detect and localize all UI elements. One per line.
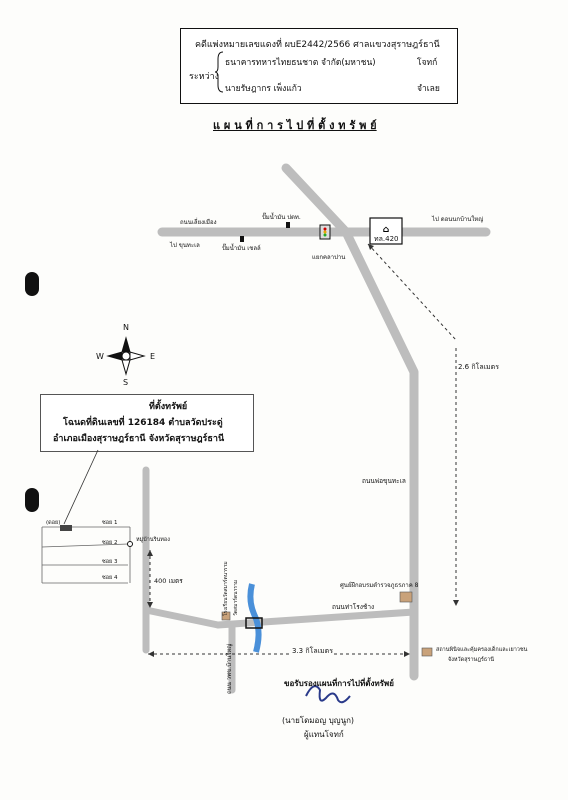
dist-2-6-line xyxy=(367,243,457,341)
compass-n: N xyxy=(123,323,129,332)
between-brace xyxy=(215,51,224,93)
property-parcel xyxy=(60,525,72,531)
river xyxy=(247,583,262,653)
label-soi-3: ซอย 3 xyxy=(102,559,118,565)
property-location-box: ที่ตั้งทรัพย์ โฉนดที่ดินเลขที่ 126184 ตำ… xyxy=(40,394,254,452)
label-museum-2: จังหวัดสุราษฎร์ธานี xyxy=(448,657,495,663)
property-title: ที่ตั้งทรัพย์ xyxy=(149,402,188,412)
label-soi-4: ซอย 4 xyxy=(102,575,118,581)
label-gas-ptt: ปั๊มน้ำมัน ปตท. xyxy=(262,214,301,221)
highway-sign xyxy=(369,217,403,245)
road-highway-420 xyxy=(281,163,419,681)
museum-icon xyxy=(421,647,433,657)
label-highway: ทล.420 xyxy=(374,235,399,243)
gas-shell-icon xyxy=(240,236,244,242)
label-road-south: ถนน วพข.บ้านใหญ่ xyxy=(226,643,233,694)
label-gas-shell: ปั๊มน้ำมัน เชลล์ xyxy=(222,245,261,252)
village-marker xyxy=(127,541,133,547)
label-distance-2-6: 2.6 กิโลเมตร xyxy=(458,363,499,371)
gas-ptt-icon xyxy=(286,222,290,228)
bridge xyxy=(245,617,263,629)
label-soi-2: ซอย 2 xyxy=(102,540,118,546)
svg-text:⌂: ⌂ xyxy=(383,225,390,235)
case-number: คดีแพ่งหมายเลขแดงที่ ผบE2442/2566 ศาลแขว… xyxy=(195,40,440,50)
label-training-center: ศูนย์ฝึกอบรมตำรวจภูธรภาค 8 xyxy=(340,582,419,589)
defendant-name: นายรัษฎากร เพ็งแก้ว xyxy=(225,84,302,94)
property-line2: อำเภอเมืองสุราษฎร์ธานี จังหวัดสุราษฎร์ธา… xyxy=(53,434,225,444)
property-line1: โฉนดที่ดินเลขที่ 126184 ตำบลวัดประดู่ xyxy=(63,418,223,428)
signature xyxy=(305,685,351,704)
label-to-khun-thale: ไป ขุนทะเล xyxy=(170,242,200,249)
label-soi-1: ซอย 1 xyxy=(102,520,118,526)
label-distance-400: 400 เมตร xyxy=(154,577,183,585)
compass-s: S xyxy=(123,378,129,387)
distance-lines xyxy=(148,243,457,655)
school-icon xyxy=(221,611,231,621)
label-road-rongchang: ถนนท่าโรงช้าง xyxy=(332,603,375,611)
plaintiff-name: ธนาคารทหารไทยธนชาต จำกัด(มหาชน) xyxy=(225,58,376,68)
defendant-role: จำเลย xyxy=(417,84,440,94)
training-center-icon xyxy=(399,591,413,603)
binder-hole-bottom xyxy=(25,488,39,512)
compass-w: W xyxy=(96,352,104,361)
signer-name: (นายโดมอญ บุญนูก) xyxy=(282,716,355,725)
label-temple: วัดสมาร์ตนาราม xyxy=(233,579,239,616)
label-road-phochun: ถนนพ่อขุนทะเล xyxy=(362,477,406,485)
compass-e: E xyxy=(150,352,156,361)
label-museum-1: สถานพินิจและคุ้มครองเด็กและเยาวชน xyxy=(436,647,528,653)
binder-hole-top xyxy=(25,272,39,296)
compass-icon xyxy=(106,336,146,376)
map-title: แ ผ น ที่ ก า ร ไ ป ที่ ตั้ ง ท รั พ ย์ xyxy=(213,119,377,132)
case-header-box: คดีแพ่งหมายเลขแดงที่ ผบE2442/2566 ศาลแขว… xyxy=(180,28,458,104)
signer-role: ผู้แทนโจทก์ xyxy=(304,730,344,739)
road-tha-rong-chang-east xyxy=(214,608,418,629)
label-soi-mark: (ดอย) xyxy=(46,520,61,526)
certify-text: ขอรับรองแผนที่การไปที่ตั้งทรัพย์ xyxy=(284,679,394,688)
label-distance-3-3: 3.3 กิโลเมตร xyxy=(292,646,333,657)
label-road-bypass: ถนนเลี่ยงเมือง xyxy=(180,219,217,226)
plaintiff-role: โจทก์ xyxy=(417,58,438,68)
between-label: ระหว่าง xyxy=(189,72,220,82)
label-village: หมู่บ้านรินทอง xyxy=(136,537,170,543)
label-school: โรงเรียนวัดสมาร์ตนาราม xyxy=(223,561,229,616)
label-to-ban-nai-yai: ไป ดอนนกบ้านใหญ่ xyxy=(432,216,484,223)
label-junction: แยกคลาปาน xyxy=(312,254,346,261)
soi-lines xyxy=(41,526,131,584)
road-tha-rong-chang xyxy=(142,606,222,629)
